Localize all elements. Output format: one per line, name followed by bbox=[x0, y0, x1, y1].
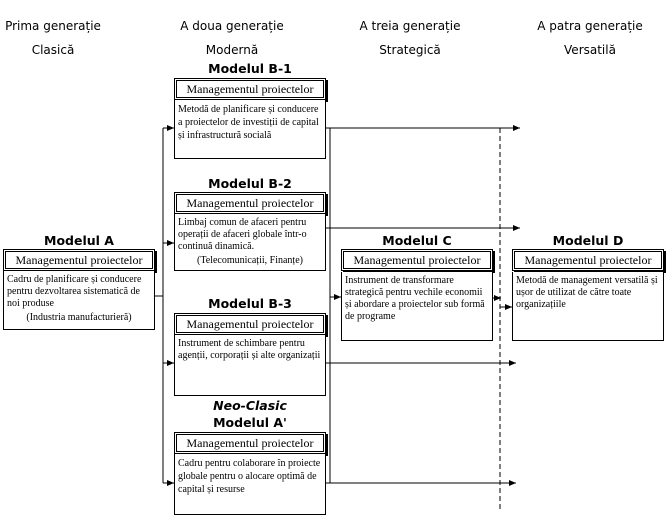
model-a-body: Cadru de planificare și conducere pentru… bbox=[3, 271, 155, 330]
model-a2-description: Cadru pentru colaborare în proiecte glob… bbox=[178, 458, 321, 495]
model-b2-header: Managementul proiectelor bbox=[174, 192, 326, 214]
model-a-description: Cadru de planificare și conducere pentru… bbox=[7, 274, 142, 309]
model-b3-header: Managementul proiectelor bbox=[174, 313, 326, 335]
model-b2-note: (Telecomunicații, Finanțe) bbox=[197, 255, 303, 266]
model-d-body: Metodă de management versatilă și ușor d… bbox=[512, 272, 664, 341]
generation-label: A doua generație bbox=[180, 19, 284, 33]
model-d-title: Modelul D bbox=[552, 233, 624, 248]
model-b3-body: Instrument de schimbare pentru agenții, … bbox=[174, 335, 326, 396]
generation-label: A patra generație bbox=[537, 19, 643, 33]
model-a2-title: Modelul A' bbox=[213, 415, 287, 430]
model-a-header: Managementul proiectelor bbox=[3, 249, 155, 271]
generation-type: Clasică bbox=[31, 43, 75, 57]
generation-label: A treia generație bbox=[359, 19, 461, 33]
generation-type: Versatilă bbox=[564, 43, 616, 57]
model-a2-header: Managementul proiectelor bbox=[174, 432, 326, 454]
model-d-description: Metodă de management versatilă și ușor d… bbox=[516, 275, 658, 310]
model-b1-body: Metodă de planificare și conducere a pro… bbox=[174, 100, 326, 159]
model-b3-title: Modelul B-3 bbox=[208, 296, 292, 311]
model-a2-body: Cadru pentru colaborare în proiecte glob… bbox=[174, 454, 326, 515]
generation-type: Modernă bbox=[205, 43, 259, 57]
generation-label: Prima generație bbox=[5, 19, 101, 33]
model-b2-description: Limbaj comun de afaceri pentru operații … bbox=[178, 217, 307, 252]
generation-type: Strategică bbox=[379, 43, 441, 57]
model-b1-header: Managementul proiectelor bbox=[174, 78, 326, 100]
model-b1-description: Metodă de planificare și conducere a pro… bbox=[178, 104, 319, 141]
model-b2-body: Limbaj comun de afaceri pentru operații … bbox=[174, 214, 326, 271]
model-a-note: (Industria manufacturieră) bbox=[26, 312, 132, 323]
model-d-header: Managementul proiectelor bbox=[512, 249, 664, 271]
model-c-description: Instrument de transformare strategică pe… bbox=[345, 275, 485, 322]
model-b3-description: Instrument de schimbare pentru agenții, … bbox=[178, 338, 321, 361]
model-c-title: Modelul C bbox=[382, 233, 452, 248]
model-a2-subtitle: Neo-Clasic bbox=[213, 398, 287, 413]
model-b1-title: Modelul B-1 bbox=[208, 61, 292, 76]
model-a-title: Modelul A bbox=[44, 233, 114, 248]
model-b2-title: Modelul B-2 bbox=[208, 176, 292, 191]
model-c-body: Instrument de transformare strategică pe… bbox=[341, 272, 493, 341]
model-c-header: Managementul proiectelor bbox=[341, 249, 493, 271]
